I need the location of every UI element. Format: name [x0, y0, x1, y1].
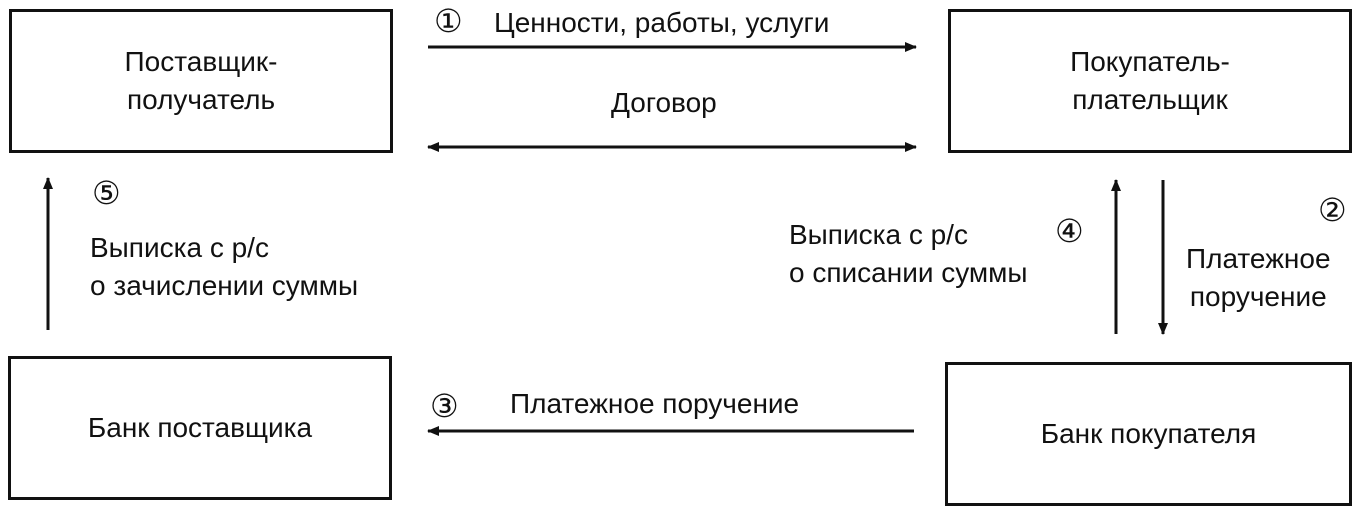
node-supplier-label: Поставщик- получатель [124, 46, 278, 115]
node-buyer-bank-label: Банк покупателя [1040, 418, 1257, 449]
node-buyer: Покупатель- плательщик [948, 9, 1352, 153]
step-3-number: ③ [430, 388, 459, 424]
node-buyer-bank: Банк покупателя [945, 362, 1352, 506]
statement-credit-label: Выписка с р/с о зачислении суммы [90, 232, 359, 301]
statement-debit-label: Выписка с р/с о списании суммы [789, 219, 1028, 288]
payment-order-interbank-label: Платежное поручение [510, 388, 800, 419]
node-supplier-bank: Банк поставщика [8, 356, 392, 500]
contract-edge-label: Договор [611, 87, 717, 118]
step-1-number: ① [434, 3, 463, 39]
step-4-number: ④ [1055, 213, 1084, 249]
node-buyer-label: Покупатель- плательщик [1070, 46, 1230, 115]
node-supplier-bank-label: Банк поставщика [87, 412, 313, 443]
step-5-number: ⑤ [92, 175, 121, 211]
node-supplier: Поставщик- получатель [9, 9, 393, 153]
step-2-number: ② [1318, 192, 1347, 228]
payment-order-to-bank-label: Платежное поручение [1186, 243, 1331, 312]
goods-edge-label: Ценности, работы, услуги [494, 7, 830, 38]
